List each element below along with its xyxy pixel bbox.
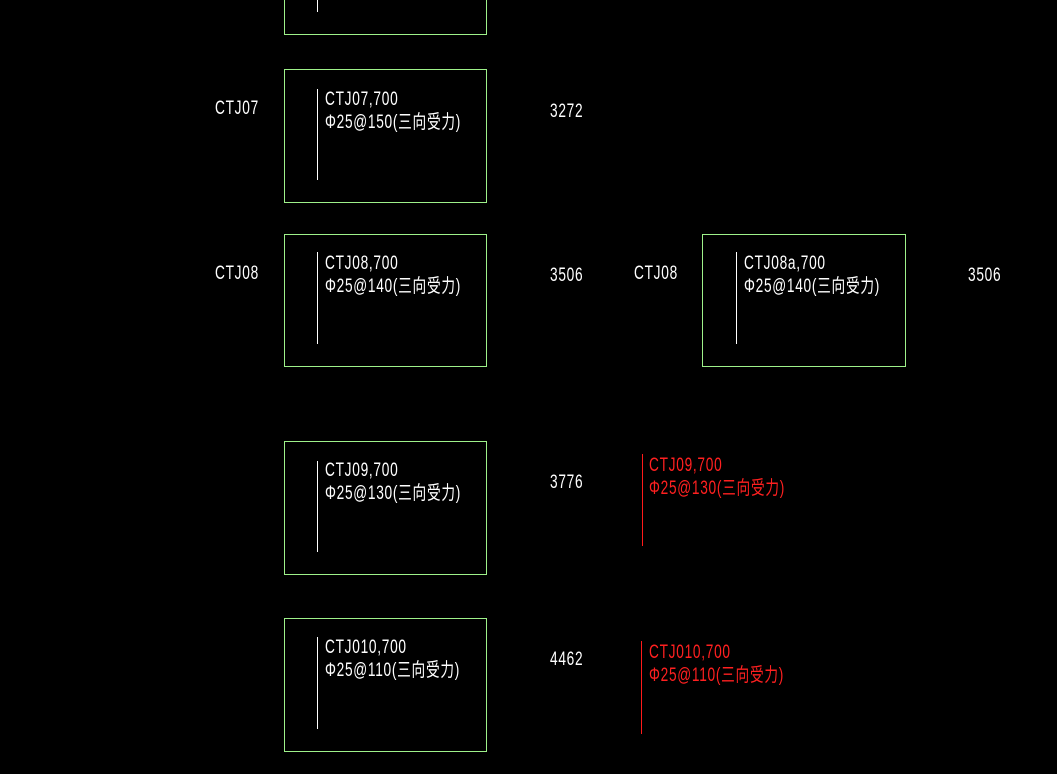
pile-cap-spec-ctj08-line2: Φ25@140(三向受力): [325, 276, 462, 297]
red-annotation-ctj09-line1: CTJ09,700: [649, 455, 723, 476]
pile-cap-label-ctj08: CTJ08: [215, 263, 259, 284]
pile-cap-label-ctj08-right: CTJ08: [634, 263, 678, 284]
leader-line-ctj07: [317, 89, 318, 180]
pile-cap-spec-ctj09-line1: CTJ09,700: [325, 460, 399, 481]
leader-line-ctj08: [317, 252, 318, 344]
leader-line-ctj08a: [736, 252, 737, 344]
rebar-value-ctj08a: 3506: [968, 265, 1002, 286]
pile-cap-box-ctj010[interactable]: [284, 618, 487, 752]
pile-cap-box-ctj07[interactable]: [284, 69, 487, 203]
pile-cap-spec-ctj07-line1: CTJ07,700: [325, 89, 399, 110]
pile-cap-spec-ctj010-line1: CTJ010,700: [325, 637, 407, 658]
rebar-value-ctj08: 3506: [550, 265, 584, 286]
rebar-value-ctj07: 3272: [550, 101, 584, 122]
pile-cap-spec-ctj08a-line2: Φ25@140(三向受力): [744, 276, 881, 297]
pile-cap-spec-ctj010-line2: Φ25@110(三向受力): [325, 660, 461, 681]
red-annotation-ctj010-line2: Φ25@110(三向受力): [649, 665, 785, 686]
leader-line-ctj010: [317, 637, 318, 729]
pile-cap-spec-ctj08-line1: CTJ08,700: [325, 253, 399, 274]
pile-cap-spec-ctj08a-line1: CTJ08a,700: [744, 253, 826, 274]
pile-cap-box-ctj08[interactable]: [284, 234, 487, 367]
red-annotation-ctj09-line2: Φ25@130(三向受力): [649, 478, 786, 499]
pile-cap-box-ctj09[interactable]: [284, 441, 487, 575]
red-annotation-ctj010-line1: CTJ010,700: [649, 642, 731, 663]
rebar-value-ctj010: 4462: [550, 649, 584, 670]
pile-cap-box-ctj08a[interactable]: [702, 234, 906, 367]
red-leader-line-ctj010: [641, 641, 642, 734]
red-leader-line-ctj09: [642, 454, 643, 546]
pile-cap-box-partial[interactable]: [284, 0, 487, 35]
pile-cap-label-ctj07: CTJ07: [215, 98, 259, 119]
pile-cap-spec-ctj09-line2: Φ25@130(三向受力): [325, 483, 462, 504]
rebar-value-ctj09: 3776: [550, 472, 584, 493]
pile-cap-spec-ctj07-line2: Φ25@150(三向受力): [325, 112, 462, 133]
leader-line-ctj09: [317, 461, 318, 552]
leader-line-partial: [317, 0, 318, 12]
